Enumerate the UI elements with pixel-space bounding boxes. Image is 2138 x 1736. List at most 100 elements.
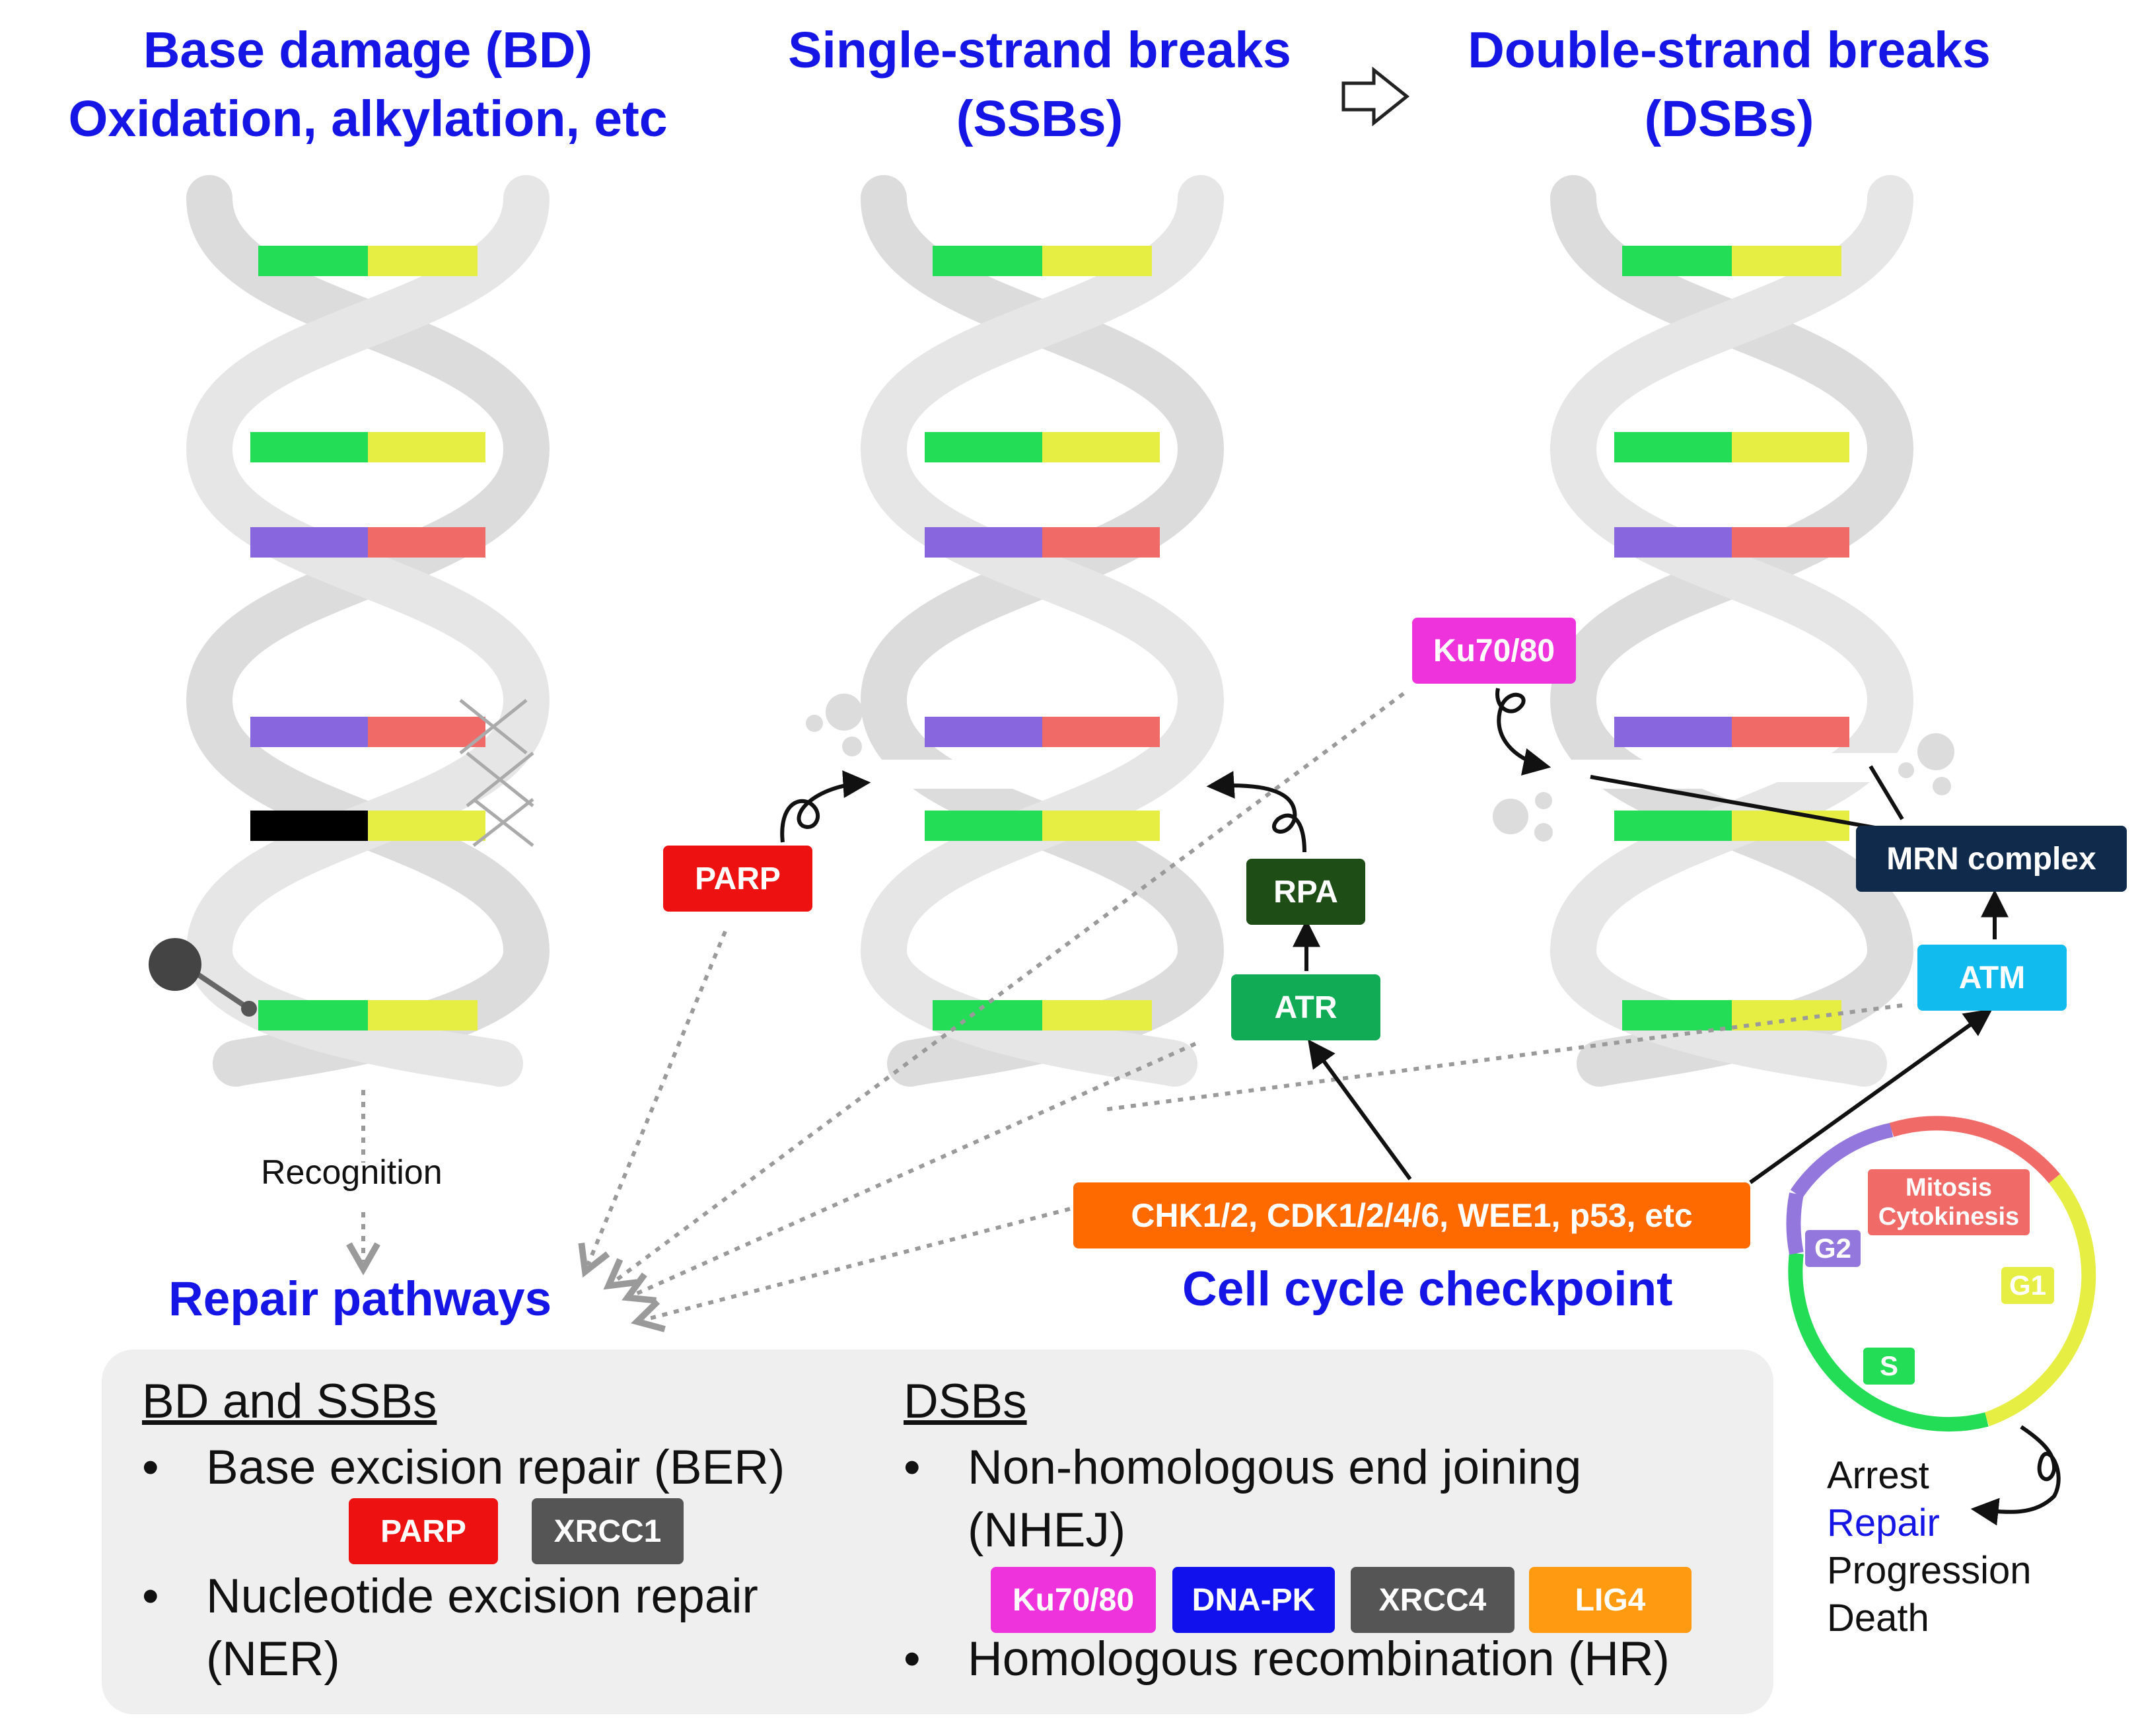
base-pair-right <box>1732 1000 1841 1031</box>
adduct-anchor <box>241 1001 257 1017</box>
repair-dotted-arrows <box>578 692 1903 1332</box>
outcome-progression: Progression <box>1827 1549 2032 1592</box>
debris <box>806 715 823 732</box>
mitosis-label: Mitosis <box>1906 1174 1992 1202</box>
debris <box>1917 733 1954 770</box>
heading-ssb: Single-strand breaks (SSBs) <box>788 16 1291 153</box>
ber-label: Base excision repair (BER) <box>206 1441 785 1494</box>
base-pair-right <box>1732 432 1849 462</box>
base-pair-left <box>1622 246 1732 276</box>
cell-cycle-checkpoint-label: Cell cycle checkpoint <box>1182 1262 1673 1316</box>
damaged-base <box>250 811 368 841</box>
dna-helix-dsb <box>1493 175 1970 1087</box>
base-pair-right <box>368 432 485 462</box>
nhej-tag-ku70-80: Ku70/80 <box>991 1567 1156 1633</box>
rpa-tag: RPA <box>1246 859 1365 925</box>
bullet: • <box>142 1441 159 1494</box>
repair-pathways-label: Repair pathways <box>168 1272 552 1326</box>
base-pair-right <box>368 1000 478 1031</box>
heading-ssb-line2: (SSBs) <box>956 90 1123 147</box>
base-pair-left <box>925 527 1042 558</box>
base-pair-left <box>933 246 1042 276</box>
bd-ssb-title: BD and SSBs <box>142 1375 437 1428</box>
debris <box>1493 799 1528 834</box>
base-pair-left <box>925 811 1042 841</box>
heading-base-damage-line2: Oxidation, alkylation, etc <box>68 90 668 147</box>
atm-tag: ATM <box>1917 945 2067 1011</box>
heading-base-damage: Base damage (BD) Oxidation, alkylation, … <box>68 16 667 153</box>
outcome-arrest: Arrest <box>1827 1454 1929 1497</box>
ner-label-line1: Nucleotide excision repair <box>206 1570 758 1623</box>
base-pair-right <box>1042 527 1160 558</box>
cell-cycle-ring <box>1786 1116 2096 1432</box>
base-pair-left <box>925 432 1042 462</box>
recognition-label: Recognition <box>261 1153 443 1192</box>
ner-label-line2: (NER) <box>206 1632 340 1686</box>
base-pair-left <box>250 432 368 462</box>
nhej-tag-lig4: LIG4 <box>1529 1567 1692 1633</box>
nhej-tag-dna-pk: DNA-PK <box>1172 1567 1335 1633</box>
g2-phase-tag: G2 <box>1805 1230 1861 1267</box>
base-pair-right <box>368 717 485 747</box>
ber-tag-xrcc1: XRCC1 <box>532 1498 684 1564</box>
atr-tag: ATR <box>1231 974 1380 1040</box>
outcome-death: Death <box>1827 1597 1929 1640</box>
bullet: • <box>904 1441 921 1494</box>
debris <box>1933 777 1951 795</box>
dna-helix-base-damage <box>149 175 550 1087</box>
heading-dsb-line2: (DSBs) <box>1644 90 1814 147</box>
cytokinesis-label: Cytokinesis <box>1878 1203 2020 1231</box>
progression-arrow <box>1341 66 1410 127</box>
base-pair-left <box>1614 811 1732 841</box>
mrn-complex-tag: MRN complex <box>1856 826 2127 892</box>
dna-helix-ssb <box>806 175 1225 1087</box>
parp-tag: PARP <box>663 846 812 912</box>
crosslink-marks <box>459 699 534 847</box>
ber-tag-parp: PARP <box>349 1498 498 1564</box>
outcome-repair: Repair <box>1827 1501 1940 1544</box>
heading-dsb-line1: Double-strand breaks <box>1468 22 1991 79</box>
heading-base-damage-line1: Base damage (BD) <box>143 22 593 79</box>
dsb-title: DSBs <box>904 1375 1027 1428</box>
base-pair-right <box>1042 432 1160 462</box>
debris <box>1534 823 1553 842</box>
debris <box>1898 762 1914 778</box>
hr-label: Homologous recombination (HR) <box>968 1632 1670 1686</box>
base-pair-right <box>368 811 485 841</box>
base-pair-left <box>258 1000 368 1031</box>
strand-gap-left <box>1514 760 1725 789</box>
nhej-label-line2: (NHEJ) <box>968 1503 1126 1557</box>
signaling-arrows <box>780 688 2061 1526</box>
adduct-ball <box>149 938 201 991</box>
g1-phase-tag: G1 <box>2001 1267 2054 1304</box>
nhej-tag-xrcc4: XRCC4 <box>1351 1567 1514 1633</box>
base-pair-right <box>368 246 478 276</box>
heading-ssb-line1: Single-strand breaks <box>788 22 1291 79</box>
base-pair-left <box>250 527 368 558</box>
base-pair-right <box>1042 811 1160 841</box>
mitosis-cytokinesis-tag: Mitosis Cytokinesis <box>1868 1169 2030 1235</box>
base-pair-right <box>1042 246 1152 276</box>
s-phase-tag: S <box>1863 1348 1915 1385</box>
bullet: • <box>904 1632 921 1686</box>
heading-dsb: Double-strand breaks (DSBs) <box>1468 16 1991 153</box>
base-pair-left <box>925 717 1042 747</box>
base-pair-right <box>1732 717 1849 747</box>
ku70-80-tag: Ku70/80 <box>1412 618 1576 684</box>
base-pair-left <box>250 717 368 747</box>
base-pair-right <box>1732 527 1849 558</box>
base-pair-right <box>1732 246 1841 276</box>
base-pair-right <box>368 527 485 558</box>
nhej-label-line1: Non-homologous end joining <box>968 1441 1582 1494</box>
base-pair-left <box>1614 717 1732 747</box>
base-pair-left <box>933 1000 1042 1031</box>
base-pair-left <box>1614 432 1732 462</box>
base-pair-left <box>258 246 368 276</box>
debris <box>826 694 863 731</box>
base-pair-left <box>1622 1000 1732 1031</box>
bullet: • <box>142 1570 159 1623</box>
base-pair-right <box>1042 717 1160 747</box>
debris <box>1535 792 1552 809</box>
